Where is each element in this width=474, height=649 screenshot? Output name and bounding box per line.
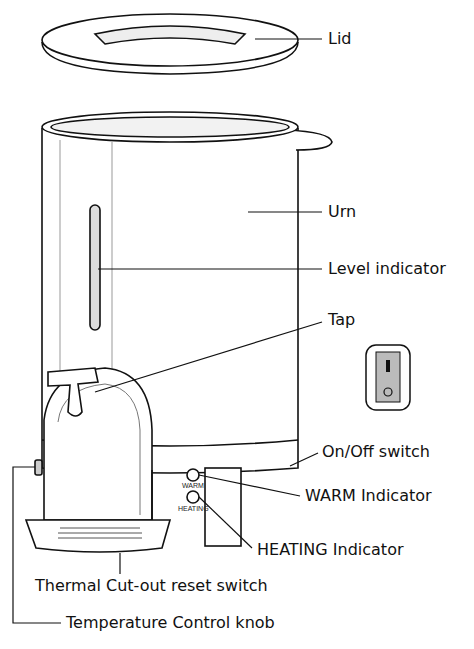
part-label: WARM Indicator: [305, 488, 432, 504]
leader-line: [95, 322, 322, 392]
switch-off-mark: [384, 388, 392, 396]
panel-label: WARM: [182, 482, 204, 489]
leader-line: [255, 38, 322, 39]
part-label: Lid: [328, 31, 352, 47]
leader-line: [199, 475, 300, 496]
warm-lamp: [187, 469, 199, 481]
part-label: Tap: [328, 312, 355, 328]
drip-tray: [26, 520, 170, 552]
rim-outer: [42, 112, 298, 142]
leader-line: [199, 497, 252, 548]
rim-inner: [51, 117, 289, 137]
leader-lines: [13, 39, 322, 623]
panel-label: HEATING: [178, 505, 209, 512]
part-label: On/Off switch: [322, 444, 430, 460]
urn-body: [26, 112, 332, 552]
heating-lamp: [187, 491, 199, 503]
tray-grate: [58, 528, 142, 538]
part-label: Level indicator: [328, 261, 446, 277]
leader-line: [290, 453, 318, 466]
switch-rocker: [376, 352, 400, 402]
part-label: HEATING Indicator: [257, 542, 404, 558]
lid-handle: [95, 26, 245, 44]
handle: [286, 130, 332, 150]
leader-line: [98, 268, 322, 269]
switch-frame: [366, 345, 410, 410]
housing-edge: [151, 470, 153, 520]
leader-line: [119, 553, 120, 574]
lid-top: [42, 14, 298, 66]
onoff-icon: [366, 345, 410, 410]
lid: [42, 14, 298, 74]
level-tube: [90, 205, 100, 330]
part-label: Thermal Cut-out reset switch: [35, 578, 268, 594]
leader-line: [13, 467, 61, 623]
part-label: Temperature Control knob: [66, 615, 275, 631]
leader-line: [248, 211, 322, 212]
switch-on-mark: [386, 360, 390, 372]
control-knob: [35, 460, 42, 475]
part-label: Urn: [328, 204, 356, 220]
tap: [48, 368, 98, 416]
